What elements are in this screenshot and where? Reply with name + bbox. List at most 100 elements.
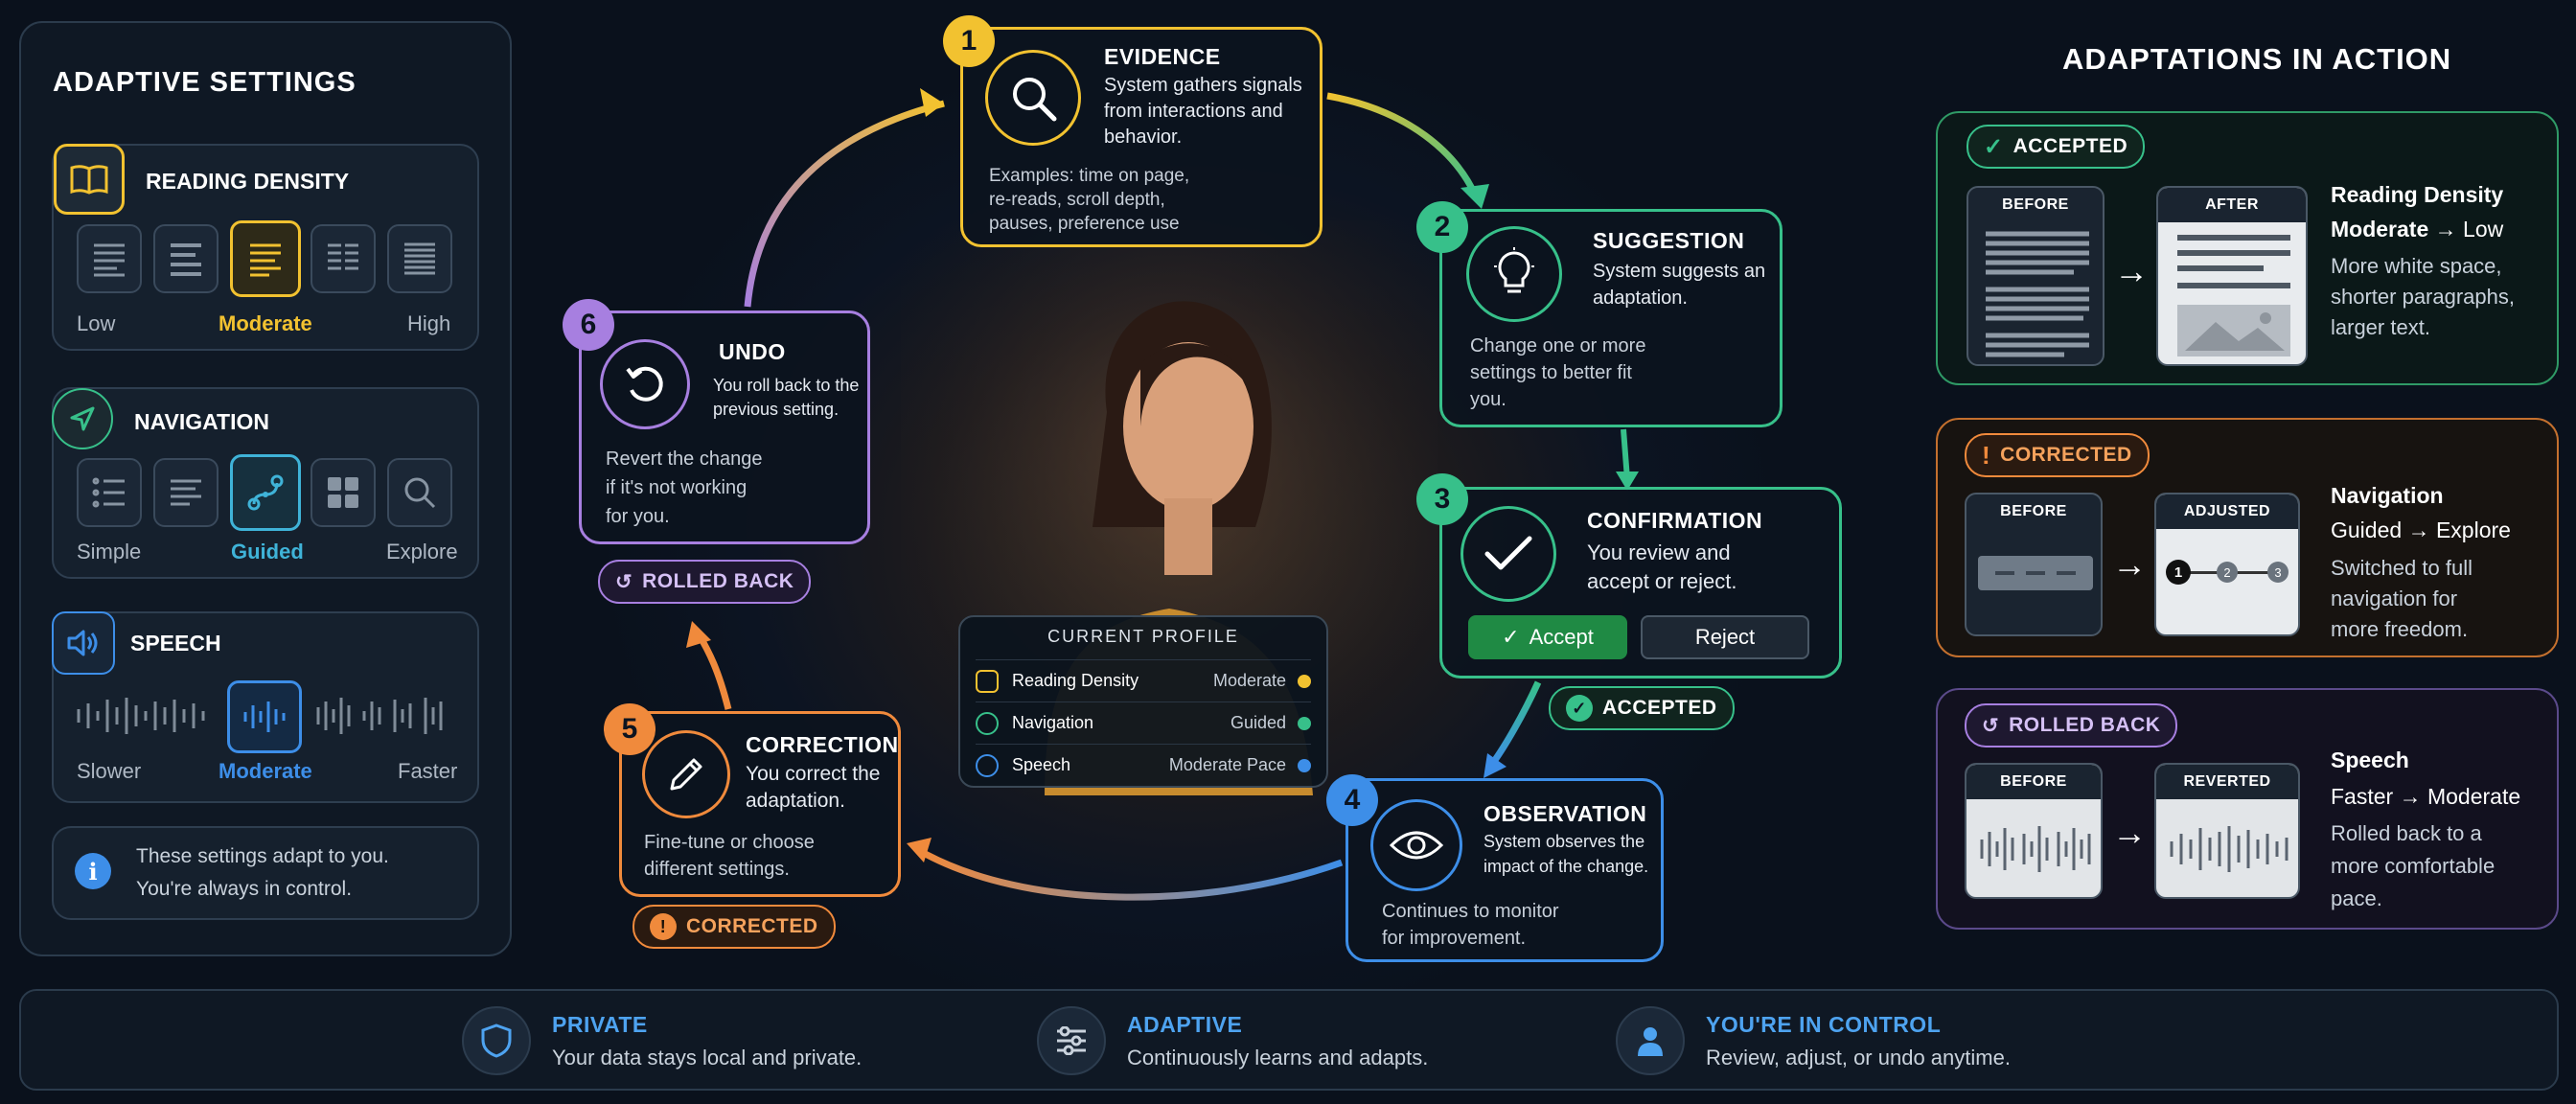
- footer-private: PRIVATE Your data stays local and private…: [462, 1006, 862, 1075]
- density-low-mid-option[interactable]: [153, 224, 218, 293]
- a3-before-label: BEFORE: [1966, 765, 2101, 799]
- adaptation-rolled-badge: ↺ROLLED BACK: [1965, 703, 2178, 748]
- note-line-2: You're always in control.: [136, 878, 353, 900]
- book-icon: [54, 144, 125, 215]
- a3-desc-3: pace.: [2331, 886, 2382, 910]
- rolled-back-badge-label: ROLLED BACK: [642, 570, 794, 592]
- nav-simple-option[interactable]: [77, 458, 142, 527]
- footer-private-title: PRIVATE: [552, 1011, 648, 1037]
- note-line-1: These settings adapt to you.: [136, 845, 389, 867]
- nav-grid-option[interactable]: [310, 458, 376, 527]
- speaker-icon: [52, 611, 115, 675]
- footer-adaptive: ADAPTIVE Continuously learns and adapts.: [1037, 1006, 1428, 1075]
- density-high-label: High: [407, 311, 451, 335]
- speech-slower-waveform[interactable]: [75, 692, 215, 740]
- profile-navigation-value: Guided: [1230, 713, 1286, 732]
- stepper-icon: 1 2 3: [2156, 529, 2298, 625]
- nav-guided-option[interactable]: [230, 454, 301, 531]
- a1-after-thumb: AFTER: [2156, 186, 2308, 366]
- speech-moderate-option[interactable]: [227, 680, 302, 753]
- evidence-sub-1: Examples: time on page,: [989, 166, 1190, 186]
- correction-title: CORRECTION: [746, 732, 899, 757]
- observation-sub-2: for improvement.: [1382, 928, 1527, 949]
- fast-waveform-icon: [1980, 826, 2091, 872]
- nav-simple-label: Simple: [77, 540, 142, 564]
- accepted-badge: ✓ACCEPTED: [1549, 686, 1735, 730]
- accept-button[interactable]: ✓Accept: [1468, 615, 1627, 659]
- a3-after-label: REVERTED: [2156, 765, 2298, 799]
- corrected-badge: !CORRECTED: [632, 905, 836, 949]
- suggestion-sub-3: you.: [1470, 389, 1506, 410]
- reading-density-label: READING DENSITY: [146, 169, 350, 194]
- speech-label: SPEECH: [130, 631, 221, 656]
- correction-sub-2: different settings.: [644, 859, 790, 880]
- density-low-label: Low: [77, 311, 116, 335]
- footer-private-desc: Your data stays local and private.: [552, 1045, 862, 1070]
- speech-slower-label: Slower: [77, 759, 142, 783]
- profile-speech-key: Speech: [1012, 755, 1071, 774]
- suggestion-desc-1: System suggests an: [1593, 261, 1766, 282]
- a1-badge-label: ACCEPTED: [2012, 135, 2128, 157]
- nav-list-option[interactable]: [153, 458, 218, 527]
- density-dense-option[interactable]: [310, 224, 376, 293]
- footer-adaptive-desc: Continuously learns and adapts.: [1127, 1045, 1429, 1070]
- evidence-title: EVIDENCE: [1104, 44, 1221, 69]
- exclamation-icon: !: [1982, 440, 1991, 470]
- evidence-desc-2: from interactions and: [1104, 101, 1283, 122]
- speech-faster-waveform[interactable]: [314, 692, 454, 740]
- density-moderate-option[interactable]: [230, 220, 301, 297]
- adaptation-corrected-badge: !CORRECTED: [1965, 433, 2150, 477]
- a1-to: Low: [2463, 217, 2504, 242]
- density-high-option[interactable]: [387, 224, 452, 293]
- nav-guided-label: Guided: [231, 540, 304, 564]
- step-2-number: 2: [1416, 201, 1468, 253]
- a3-before-thumb: BEFORE: [1965, 763, 2103, 899]
- a3-change: Faster → Moderate: [2331, 784, 2520, 810]
- shield-icon: [462, 1006, 531, 1075]
- a1-name: Reading Density: [2331, 182, 2504, 207]
- step-1-number: 1: [943, 15, 995, 67]
- magnifier-icon: [985, 50, 1081, 146]
- undo-small-icon: ↺: [615, 570, 633, 593]
- settings-title: ADAPTIVE SETTINGS: [53, 67, 356, 98]
- accept-check-icon: ✓: [1502, 625, 1520, 649]
- a1-change: Moderate → Low: [2331, 217, 2503, 242]
- footer-bar: [19, 989, 2559, 1091]
- a2-desc-3: more freedom.: [2331, 617, 2469, 641]
- a3-name: Speech: [2331, 748, 2409, 772]
- stepper-2: 2: [2217, 562, 2238, 583]
- nav-explore-option[interactable]: [387, 458, 452, 527]
- step-6-number: 6: [563, 299, 614, 351]
- info-icon: i: [75, 853, 111, 889]
- a2-before-label: BEFORE: [2000, 503, 2067, 519]
- reject-button[interactable]: Reject: [1641, 615, 1809, 659]
- a3-arrow: →: [2399, 784, 2422, 809]
- a2-desc-2: navigation for: [2331, 586, 2458, 610]
- footer-adaptive-title: ADAPTIVE: [1127, 1011, 1243, 1037]
- a1-arrow: →: [2434, 217, 2457, 242]
- a2-desc-1: Switched to full: [2331, 556, 2472, 580]
- undo-desc-2: previous setting.: [713, 400, 840, 419]
- suggestion-sub-2: settings to better fit: [1470, 362, 1632, 383]
- light-text-icon: [2177, 235, 2290, 356]
- suggestion-sub-1: Change one or more: [1470, 335, 1646, 356]
- density-low-option[interactable]: [77, 224, 142, 293]
- undo-icon: [600, 339, 690, 429]
- navigation-dot: [1298, 716, 1311, 730]
- a3-desc-2: more comfortable: [2331, 854, 2496, 878]
- undo-sub-1: Revert the change: [606, 448, 763, 470]
- speech-dot: [1298, 758, 1311, 772]
- accepted-badge-label: ACCEPTED: [1602, 697, 1717, 719]
- observation-title: OBSERVATION: [1484, 801, 1647, 826]
- a2-name: Navigation: [2331, 483, 2444, 508]
- a2-arrow: →: [2407, 518, 2430, 542]
- undo-sub-2: if it's not working: [606, 477, 748, 498]
- a2-arrow-icon: →: [2112, 544, 2147, 584]
- a3-from: Faster: [2331, 784, 2394, 809]
- profile-title: CURRENT PROFILE: [1047, 627, 1239, 646]
- nav-explore-label: Explore: [386, 540, 458, 564]
- footer-control-title: YOU'RE IN CONTROL: [1706, 1011, 1942, 1037]
- a1-from: Moderate: [2331, 217, 2429, 242]
- sliders-icon: [1037, 1006, 1106, 1075]
